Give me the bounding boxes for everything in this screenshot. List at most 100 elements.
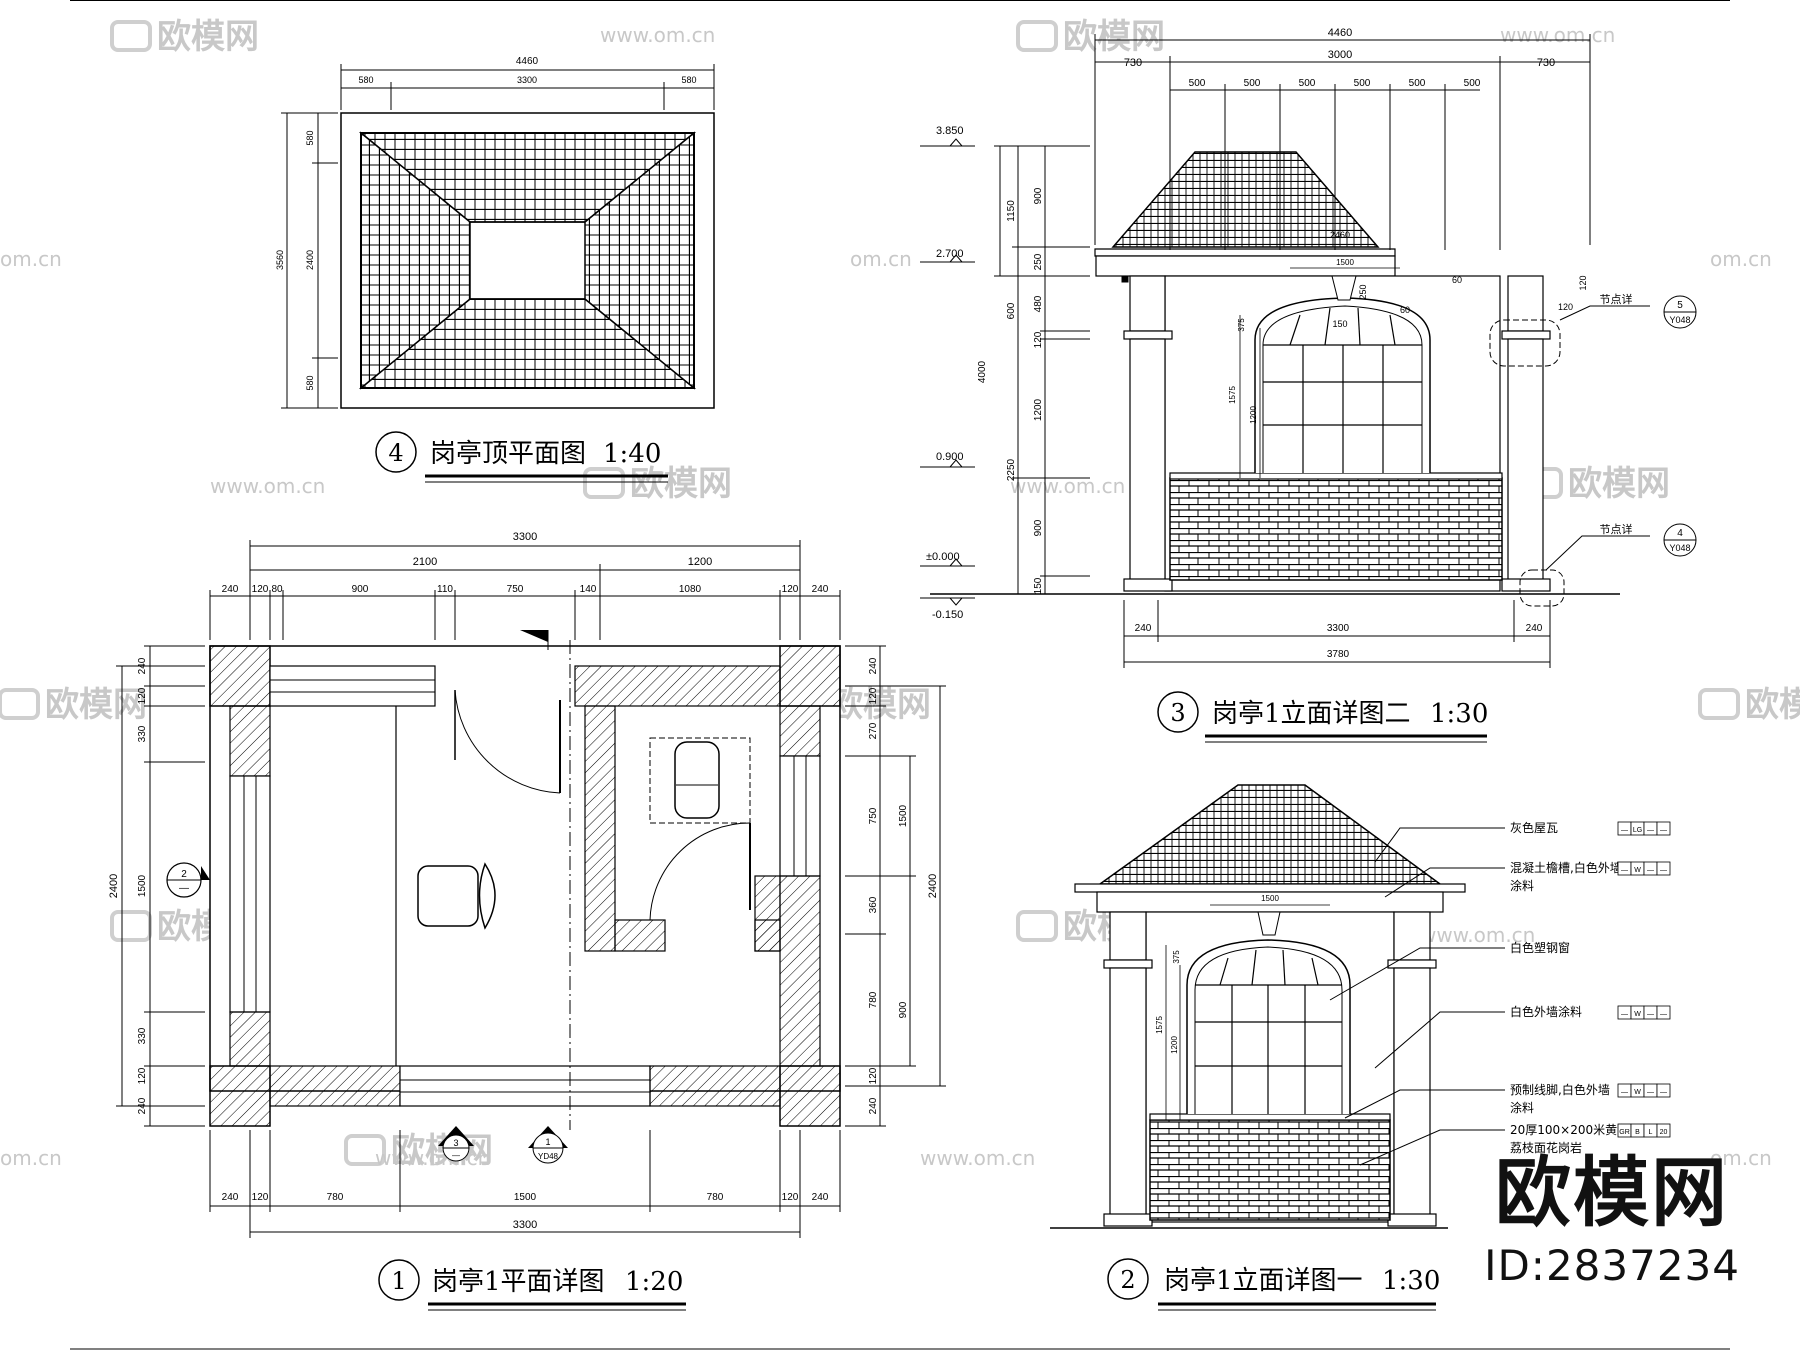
roof-dim-2400: 2400 [305,250,315,270]
watermark-brand: 欧模网 [391,1131,493,1171]
roof-plan-number: 4 [388,439,403,467]
floor-dim-b-120-b: 120 [782,1192,799,1203]
note-tag-box [1656,1005,1671,1020]
floor-dim-l-1500: 1500 [137,874,148,897]
watermark-site-short: om.cn [0,1146,62,1170]
elevation-marker-num: 3 [453,1138,458,1148]
note-tag-text: — [1621,1089,1628,1096]
elevation-2-stone-base [1169,477,1503,581]
floor-dim-r-2400: 2400 [927,874,939,898]
floor-dim-110: 110 [437,584,453,595]
floor-dim-140: 140 [580,584,597,595]
floor-dim-r-780: 780 [868,991,879,1008]
floor-dim-b-780-b: 780 [707,1192,724,1203]
elev2-dim-3000: 3000 [1328,49,1352,61]
column-top-left [209,645,271,707]
watermark-brand: 欧模网 [1568,464,1670,504]
watermark-brand: 欧模网 [630,464,732,504]
elev2-dim-b-240-a: 240 [1135,623,1152,634]
detail-marker-ref: YD48 [538,1152,559,1161]
elev2-inner-250: 250 [1358,284,1368,299]
elevation-2-column-left [1123,275,1173,592]
elev2-dim-500-4: 500 [1354,78,1371,89]
watermark-brand: 欧模网 [45,685,147,725]
elev2-dim-l-4000: 4000 [977,360,988,383]
level-0000: ±0.000 [926,551,960,563]
floor-dim-r-240-a: 240 [868,657,879,674]
elev2-dim-l-600: 600 [1006,302,1017,319]
floor-dim-120-b: 120 [782,584,799,595]
floor-dim-b-240-b: 240 [812,1192,829,1203]
elev2-dim-l-150: 150 [1033,577,1044,594]
note-tag-text: — [1621,827,1628,834]
watermark-logo-icon [110,20,152,52]
watermark-brand: 欧模网 [1063,17,1165,57]
watermark-site: www.om.cn [920,1146,1035,1170]
watermark-site-short: om.cn [0,247,62,271]
elev2-dim-730-a: 730 [1124,57,1142,69]
roof-dim-580-d: 580 [305,375,315,390]
note-tag-text: B [1635,1129,1640,1136]
roof-dim-3300: 3300 [517,75,537,85]
elev2-dim-500-2: 500 [1244,78,1261,89]
note-tag-text: — [1621,867,1628,874]
floor-dim-240-a: 240 [222,584,239,595]
note-tag-box [1656,821,1671,836]
watermark-logo-icon [1016,20,1058,52]
note-tag-text: — [1660,1089,1667,1096]
column-bottom-left [209,1065,271,1127]
column-top-right [779,645,841,707]
note-text-line2: 荔枝面花岗岩 [1510,1140,1582,1155]
note-text: 灰色屋瓦 [1510,821,1558,835]
note-tag-text: — [1647,1089,1654,1096]
watermark-site-short: om.cn [1710,247,1772,271]
elev2-dim-b-3780: 3780 [1327,649,1350,660]
detail-marker-bottom: 1 YD48 [528,1126,568,1164]
note-text: 20厚100×200米黄色 [1510,1123,1629,1137]
elevation-1-column-right [1387,911,1437,1227]
brand-mark: 欧模网 ID:2837234 [1484,1155,1740,1291]
floor-dim-r-900: 900 [898,1001,909,1018]
watermark-logo-icon [344,1134,386,1166]
floor-dim-b-780-a: 780 [327,1192,344,1203]
floor-dim-3300-top: 3300 [513,531,537,543]
watermark-site: www.om.cn [375,1146,490,1170]
roof-plan-scale: 1:40 [603,439,661,469]
elev2-dim-l-2250: 2250 [1006,458,1017,481]
note-tag-text: GR [1619,1129,1630,1136]
section-marker-left-ref: — [179,883,189,894]
elev1-inner-1575: 1575 [1155,1016,1164,1034]
chair-icon [417,865,479,927]
floor-dim-b-120-a: 120 [252,1192,269,1203]
watermark-site-short: om.cn [850,247,912,271]
elev2-inner-1500: 1500 [1336,258,1354,267]
note-tag-text: — [1647,1011,1654,1018]
floor-dim-1080: 1080 [679,584,702,595]
floor-dim-r-270: 270 [868,722,879,739]
elevation-2-column-right [1501,275,1551,592]
note-tag-text: — [1660,827,1667,834]
section-marker-left-num: 2 [181,869,187,880]
floor-dim-1200: 1200 [688,556,712,568]
elevation-2-drawing: 1500 2460 375 150 1575 1200 250 60 60 12… [920,27,1697,668]
elev1-inner-1500: 1500 [1261,894,1279,903]
elev2-dim-500-5: 500 [1409,78,1426,89]
floor-dim-r-750: 750 [868,807,879,824]
elev2-dim-500-6: 500 [1464,78,1481,89]
roof-plan-title-text: 岗亭顶平面图 [430,439,586,469]
node-1-num: 5 [1677,300,1683,311]
note-text: 白色塑钢窗 [1510,940,1570,955]
elevation-1-stone-base [1149,1119,1391,1221]
elev1-inner-375: 375 [1172,950,1181,964]
note-tag-text: — [1621,1011,1628,1018]
floor-dim-120-a: 120 [252,584,269,595]
elev2-dim-b-240-b: 240 [1526,623,1543,634]
toilet-fixture [674,741,720,819]
floor-dim-l-240-a: 240 [137,657,148,674]
watermark-logo-icon [1016,910,1058,942]
elevation-1-title: 2 岗亭1立面详图一 1:30 [1107,1258,1440,1311]
elev2-dim-l-900-b: 900 [1033,519,1044,536]
elevation-2-title: 3 岗亭1立面详图二 1:30 [1157,691,1488,743]
note-tag-text: — [1647,827,1654,834]
elevation-2-title-text: 岗亭1立面详图二 [1212,699,1411,729]
